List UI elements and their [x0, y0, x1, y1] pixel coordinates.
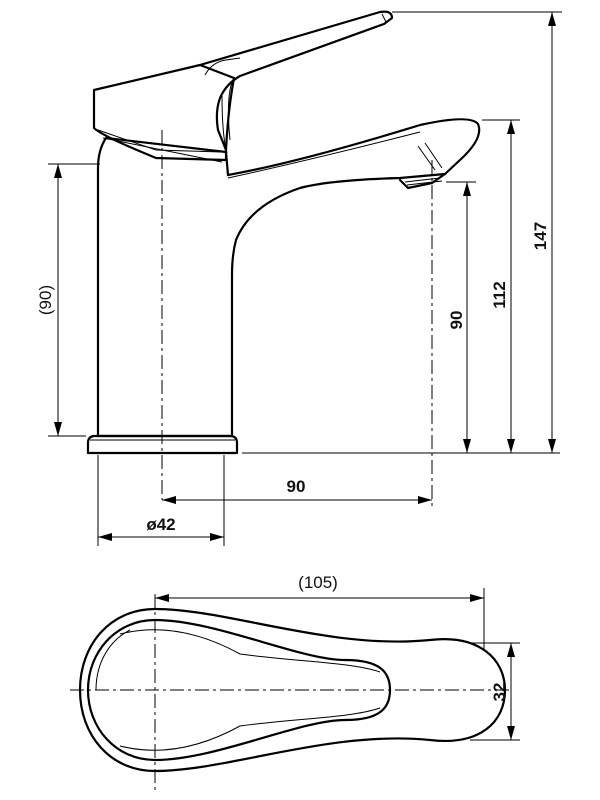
dimension-147: 147: [392, 11, 562, 453]
dimension-diameter-42: ø42: [97, 455, 225, 546]
handle-lever: [198, 10, 394, 152]
handle-cartridge: [92, 63, 236, 162]
dim-length-105-label: (105): [298, 573, 338, 592]
dimension-body-90: (90): [36, 163, 100, 437]
dimension-reach-90: 90: [162, 477, 432, 504]
dimension-width-32: 32: [470, 642, 520, 741]
dim-diameter-42-label: ø42: [146, 515, 175, 534]
dim-reach-90-label: 90: [287, 477, 306, 496]
dimension-length-105: (105): [154, 573, 485, 650]
top-view-outline: [78, 607, 507, 773]
dim-147-label: 147: [531, 222, 550, 250]
dim-112-label: 112: [490, 281, 509, 308]
top-view: [70, 594, 510, 792]
dimension-112: 112: [482, 119, 520, 453]
dimension-90-outlet: 90: [446, 181, 476, 453]
dim-90-outlet-label: 90: [447, 311, 466, 330]
side-elevation-view: [86, 10, 560, 510]
dim-width-32-label: 32: [490, 683, 509, 702]
faucet-body: [96, 118, 481, 438]
dim-body-90-label: (90): [36, 285, 55, 315]
